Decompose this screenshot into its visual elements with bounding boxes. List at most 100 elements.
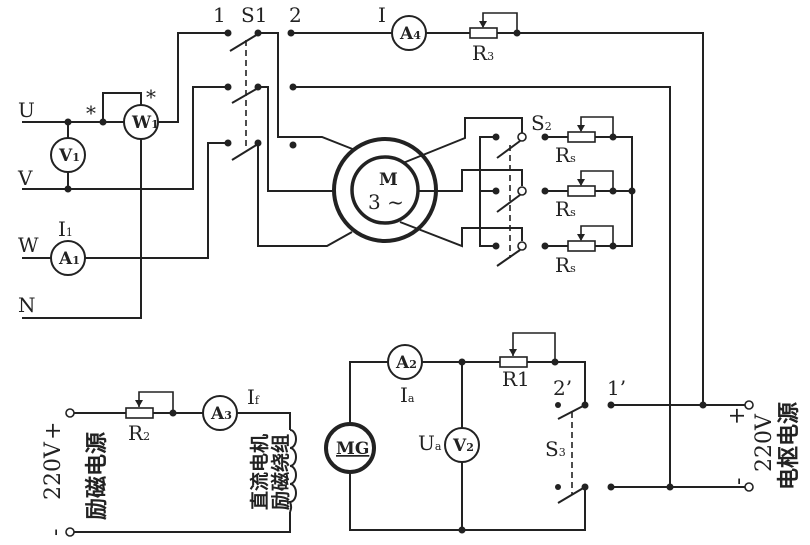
circuit-element [577, 179, 585, 186]
label: A [395, 353, 410, 373]
ammeter-a1: A1 [50, 240, 86, 276]
circuit-element [231, 87, 259, 104]
label: A2 [395, 353, 417, 373]
circuit-element [231, 143, 259, 161]
label: I [58, 217, 66, 241]
circuit-element [577, 234, 585, 241]
armature-plus-sign: + [725, 407, 750, 425]
circuit-element [482, 12, 518, 33]
rotor-lead-c [399, 221, 523, 248]
circuit-element [289, 141, 297, 149]
circuit-element [492, 187, 500, 195]
armature-supply-plus-terminal[interactable] [744, 400, 754, 410]
s3-position-2-label: 2’ [553, 376, 572, 400]
s1-position-1-label: 1 [213, 3, 226, 27]
field-supply-minus-terminal[interactable] [65, 527, 75, 537]
label: V [58, 146, 73, 166]
mg-label: MG [336, 439, 369, 459]
wire-w1-voltage-loop [102, 92, 142, 122]
label: I [400, 383, 408, 407]
label: a [408, 392, 415, 405]
label: 3 [224, 409, 232, 422]
circuit-element [567, 240, 596, 252]
motor-phase-label: 3 ~ [368, 190, 404, 214]
label: 2 [409, 358, 417, 371]
circuit-element [349, 472, 586, 531]
label: R [555, 197, 571, 221]
label: 2 [466, 441, 474, 454]
rs-label: Rs [555, 143, 576, 167]
circuit-element [138, 391, 174, 413]
circuit-element [699, 401, 707, 409]
s1-label: S1 [241, 3, 267, 27]
label: s [570, 206, 576, 219]
wire-to-armature-plus [497, 32, 704, 405]
label: 1 [66, 226, 73, 239]
armature-supply-voltage: 220V [752, 413, 777, 472]
switch-s3[interactable]: 2’ 1’ S3 [545, 376, 626, 504]
circuit-element [509, 349, 517, 356]
label: f [255, 394, 260, 407]
wire-s1-motor-b [258, 86, 333, 192]
label: V [452, 436, 467, 456]
label: 1 [72, 254, 80, 267]
label: 2 [143, 430, 150, 443]
label: V2 [452, 436, 474, 456]
r2-label: R2 [128, 421, 150, 445]
r1-label: R1 [502, 367, 530, 391]
circuit-element [479, 21, 487, 28]
s1-position-2-label: 2 [289, 3, 302, 27]
armature-supply-name: 电枢电源 [776, 402, 802, 490]
circuit-element [492, 242, 500, 250]
circuit-element [224, 83, 232, 91]
dc-generator-mg: MG [324, 422, 376, 474]
field-winding-coil-icon [288, 429, 297, 513]
rheostat-r3[interactable] [469, 12, 521, 39]
wire-u-to-s1 [158, 32, 225, 123]
circuit-element [349, 361, 388, 425]
rotor-lead-b [418, 169, 523, 192]
circuit-element [74, 512, 291, 533]
circuit-element [580, 116, 614, 137]
circuit-element [496, 194, 521, 213]
label: 3 [559, 446, 566, 459]
wire-w [22, 142, 225, 259]
voltmeter-v1: V1 [50, 137, 86, 173]
field-plus-sign: + [41, 422, 66, 440]
field-winding-label-2: 励磁绕组 [269, 434, 292, 510]
circuit-element [555, 402, 561, 408]
label: S [545, 437, 559, 461]
circuit-element [567, 131, 596, 143]
circuit-element [555, 484, 561, 490]
phase-n-label: N [18, 293, 36, 317]
label: s [570, 262, 576, 275]
circuit-element [224, 139, 232, 147]
field-supply-name: 励磁电源 [84, 432, 110, 520]
circuit-element [492, 133, 500, 141]
circuit-element [123, 104, 159, 140]
current-i1-label: I1 [58, 217, 73, 241]
switch-s2[interactable]: S2 [479, 111, 552, 267]
circuit-element [324, 422, 376, 474]
circuit-element [64, 118, 72, 126]
rheostat-r1[interactable] [499, 356, 528, 368]
rheostat-r2[interactable] [125, 407, 154, 419]
label: U [418, 431, 435, 455]
current-if-label: If [247, 385, 260, 409]
label: A [399, 24, 414, 44]
field-supply-plus-terminal[interactable] [65, 408, 75, 418]
label: A3 [210, 404, 232, 424]
current-i-label: I [378, 3, 386, 27]
circuit-element [496, 249, 521, 267]
circuit-element [517, 186, 527, 196]
wattmeter-w1: W1 [123, 104, 159, 140]
label: V1 [58, 146, 80, 166]
phase-v-label: V [17, 166, 33, 190]
circuit-element [527, 361, 586, 405]
armature-supply-minus-terminal[interactable] [744, 482, 754, 492]
label: 1 [72, 151, 80, 164]
switch-s1[interactable]: 1 S1 2 [213, 3, 302, 161]
rs-label: Rs [555, 253, 576, 277]
rotor-resistors-rs[interactable]: Rs Rs Rs [541, 116, 636, 277]
